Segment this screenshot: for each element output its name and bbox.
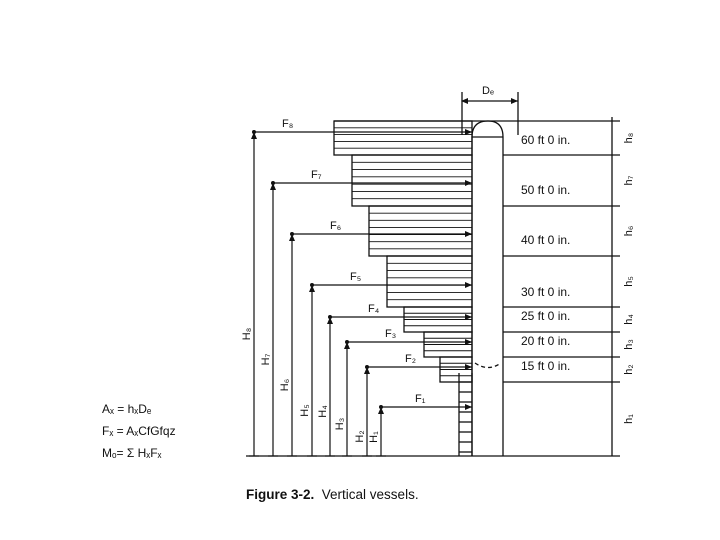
wind-load-box [333, 120, 473, 156]
force-label: F₇ [311, 169, 322, 181]
segment-height-label: h₂ [623, 364, 635, 374]
segment-height-label: h₇ [623, 175, 635, 185]
segment-height-label: h₄ [623, 314, 635, 325]
caption-text: Vertical vessels. [321, 487, 419, 502]
force-label: F₆ [330, 220, 341, 232]
formula-force: Fₓ = AₓCfGfqz [102, 424, 176, 438]
segment-height-label: h₈ [623, 133, 635, 144]
elevation-label: 30 ft 0 in. [521, 285, 570, 299]
force-label: F₁ [415, 393, 426, 405]
height-label: H₂ [354, 430, 366, 442]
formula-area: Aₓ = hₓDₑ [102, 402, 152, 416]
force-origin-dot [328, 315, 332, 319]
height-label: H₈ [241, 328, 253, 341]
force-origin-dot [290, 232, 294, 236]
force-label: F₈ [282, 118, 293, 130]
height-label: H₆ [279, 379, 291, 391]
elevation-label: 50 ft 0 in. [521, 183, 570, 197]
formula-moment: Mₒ= Σ HₓFₓ [102, 446, 162, 460]
force-label: F₂ [405, 353, 416, 365]
caption-label: Figure 3-2. [246, 487, 315, 502]
force-origin-dot [271, 181, 275, 185]
height-label: H₃ [334, 418, 346, 430]
segment-height-label: h₅ [623, 276, 635, 287]
height-label: H₁ [368, 431, 380, 443]
height-label: H₇ [260, 353, 272, 365]
force-label: F₅ [350, 271, 361, 283]
elevation-label: 40 ft 0 in. [521, 233, 570, 247]
elevation-label: 20 ft 0 in. [521, 334, 570, 348]
force-origin-dot [379, 405, 383, 409]
force-origin-dot [252, 130, 256, 134]
vessel-shell [471, 120, 504, 456]
elevation-label: 15 ft 0 in. [521, 359, 570, 373]
figure-caption: Figure 3-2. Vertical vessels. [246, 487, 419, 502]
elevation-label: 60 ft 0 in. [521, 133, 570, 147]
diameter-label: Dₑ [482, 85, 494, 97]
force-origin-dot [365, 365, 369, 369]
skirt-seam [474, 362, 502, 369]
elevation-label: 25 ft 0 in. [521, 309, 570, 323]
force-label: F₃ [385, 328, 396, 340]
force-label: F₄ [368, 303, 380, 315]
height-label: H₄ [317, 405, 329, 418]
force-origin-dot [345, 340, 349, 344]
segment-height-label: h₆ [623, 226, 635, 237]
segment-height-label: h₃ [623, 339, 635, 350]
force-origin-dot [310, 283, 314, 287]
segment-height-label: h₁ [623, 414, 635, 424]
height-label: H₅ [299, 404, 311, 416]
